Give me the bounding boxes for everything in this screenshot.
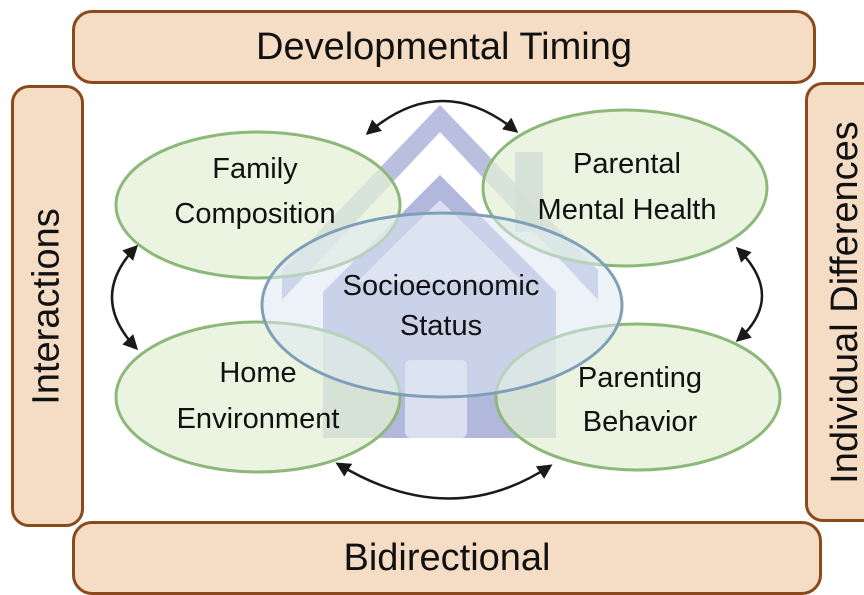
family-composition-line2: Composition [174, 198, 335, 230]
socioeconomic-status-line2: Status [400, 310, 482, 342]
home-environment-line1: Home [219, 357, 296, 389]
bidirectional-arrow-icon [338, 464, 550, 499]
socioeconomic-status-line1: Socioeconomic [343, 270, 540, 302]
parental-mental-health-line1: Parental [573, 148, 681, 180]
bidirectional-arrow-icon [738, 249, 762, 340]
family-composition-line1: Family [212, 153, 298, 185]
parenting-behavior-line2: Behavior [583, 406, 698, 438]
socioeconomic-status-node [262, 213, 622, 397]
bidirectional-arrow-icon [112, 247, 136, 348]
parenting-behavior-line1: Parenting [578, 362, 702, 394]
home-environment-line2: Environment [177, 403, 340, 435]
parental-mental-health-line2: Mental Health [538, 194, 717, 226]
